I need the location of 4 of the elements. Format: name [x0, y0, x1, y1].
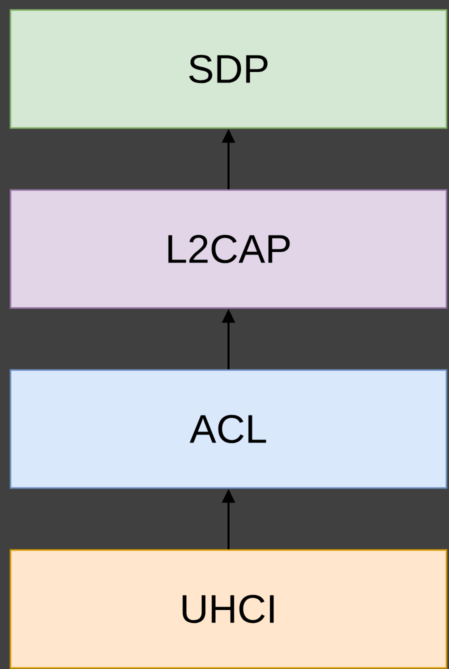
layer-box: L2CAP	[10, 189, 448, 309]
layer-box: ACL	[10, 369, 448, 489]
layer-box: UHCI	[10, 549, 448, 669]
layer-box: SDP	[10, 9, 448, 129]
